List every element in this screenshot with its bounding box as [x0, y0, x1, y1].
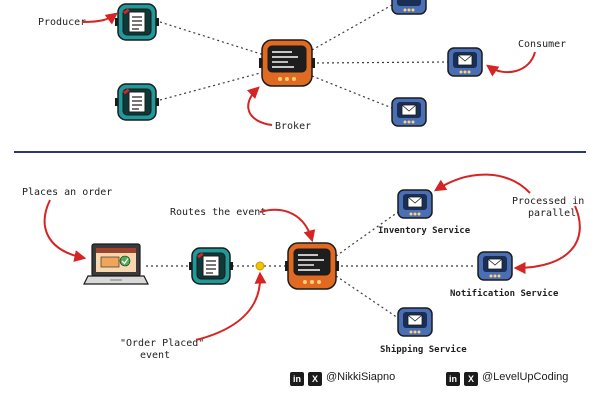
connector-broker-consumer2 — [311, 61, 449, 64]
consumer-node-1 — [391, 0, 427, 15]
order-placed-arrow — [195, 271, 267, 341]
notification-service-node — [477, 251, 513, 281]
laptop-icon — [83, 243, 149, 285]
producer-label: Producer — [38, 17, 86, 28]
notification-service-label: Notification Service — [450, 288, 559, 299]
envelope-icon — [457, 54, 473, 66]
places-order-arrow — [43, 199, 87, 262]
connector-producer2-broker — [159, 71, 265, 101]
document-icon — [196, 252, 220, 277]
bottom-broker-node — [285, 242, 339, 290]
terminal-icon — [298, 254, 324, 271]
broker-label: Broker — [275, 121, 311, 132]
producer-node-1 — [115, 3, 159, 41]
routes-event-label: Routes the event — [170, 207, 266, 218]
event-dot — [255, 261, 265, 271]
producer-node-2 — [115, 83, 159, 121]
order-placed-label-line1: "Order Placed" — [120, 338, 204, 349]
processed-label-line2: parallel — [528, 208, 576, 219]
processed-arrow-up — [433, 173, 531, 194]
connector-producer1-broker — [159, 21, 265, 56]
document-icon — [122, 88, 146, 113]
top-connections — [159, 4, 449, 109]
document-icon — [122, 8, 146, 33]
consumer-label: Consumer — [518, 39, 566, 50]
inventory-service-label: Inventory Service — [378, 225, 471, 236]
terminal-icon — [272, 51, 298, 68]
broker-arrow — [246, 86, 273, 126]
producer-arrow — [81, 12, 118, 25]
inventory-service-node — [397, 189, 433, 219]
processed-label-line1: Processed in — [512, 196, 584, 207]
order-placed-label-line2: event — [140, 350, 170, 361]
bottom-connections — [146, 211, 476, 319]
envelope-icon — [407, 314, 423, 326]
shipping-service-label: Shipping Service — [380, 344, 467, 355]
places-order-label: Places an order — [22, 187, 112, 198]
connector-broker-consumer3 — [311, 75, 393, 109]
connector-broker-shipping — [335, 275, 399, 319]
consumer-node-2 — [447, 47, 483, 77]
envelope-icon — [407, 196, 423, 208]
routes-event-arrow — [259, 208, 316, 243]
connector-broker-consumer1 — [311, 4, 393, 51]
envelope-icon — [401, 104, 417, 116]
processed-arrow-down — [513, 205, 581, 274]
shipping-service-node — [397, 307, 433, 337]
broker-node — [259, 39, 315, 87]
consumer-arrow — [486, 51, 536, 77]
envelope-icon — [487, 258, 503, 270]
consumer-node-3 — [391, 97, 427, 127]
bottom-producer-node — [189, 247, 233, 285]
